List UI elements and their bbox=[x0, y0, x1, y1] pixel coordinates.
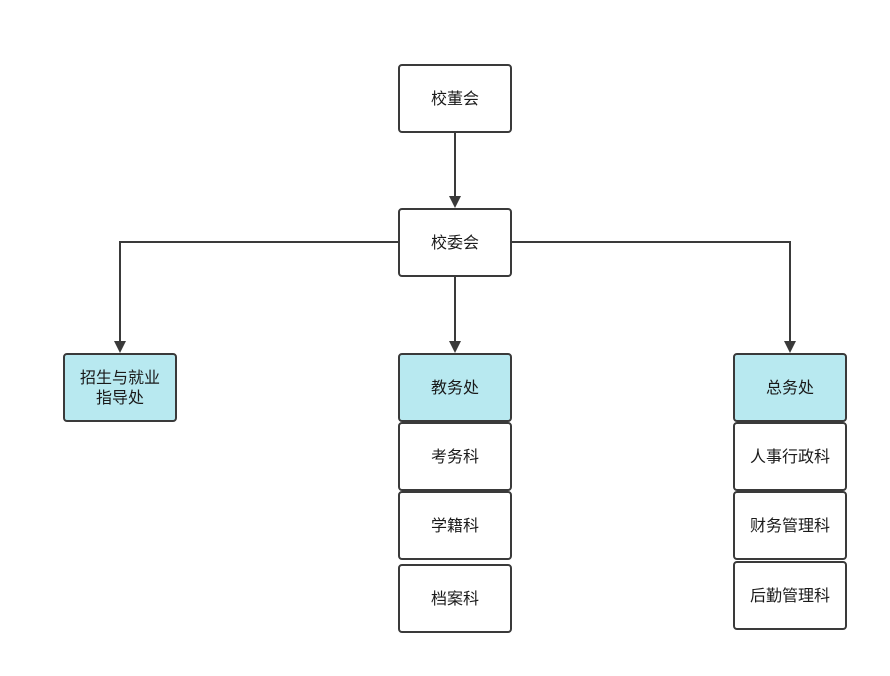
node-committee: 校委会 bbox=[398, 208, 512, 277]
edge-committee-to-general bbox=[512, 241, 796, 353]
node-general: 总务处 bbox=[733, 353, 847, 422]
node-finance: 财务管理科 bbox=[733, 491, 847, 560]
node-registry: 学籍科 bbox=[398, 491, 512, 560]
node-academic: 教务处 bbox=[398, 353, 512, 422]
node-admissions: 招生与就业 指导处 bbox=[63, 353, 177, 422]
node-hr-admin: 人事行政科 bbox=[733, 422, 847, 491]
node-board: 校董会 bbox=[398, 64, 512, 133]
node-logistics: 后勤管理科 bbox=[733, 561, 847, 630]
edge-committee-to-admissions bbox=[114, 241, 398, 353]
node-exam: 考务科 bbox=[398, 422, 512, 491]
node-archives: 档案科 bbox=[398, 564, 512, 633]
